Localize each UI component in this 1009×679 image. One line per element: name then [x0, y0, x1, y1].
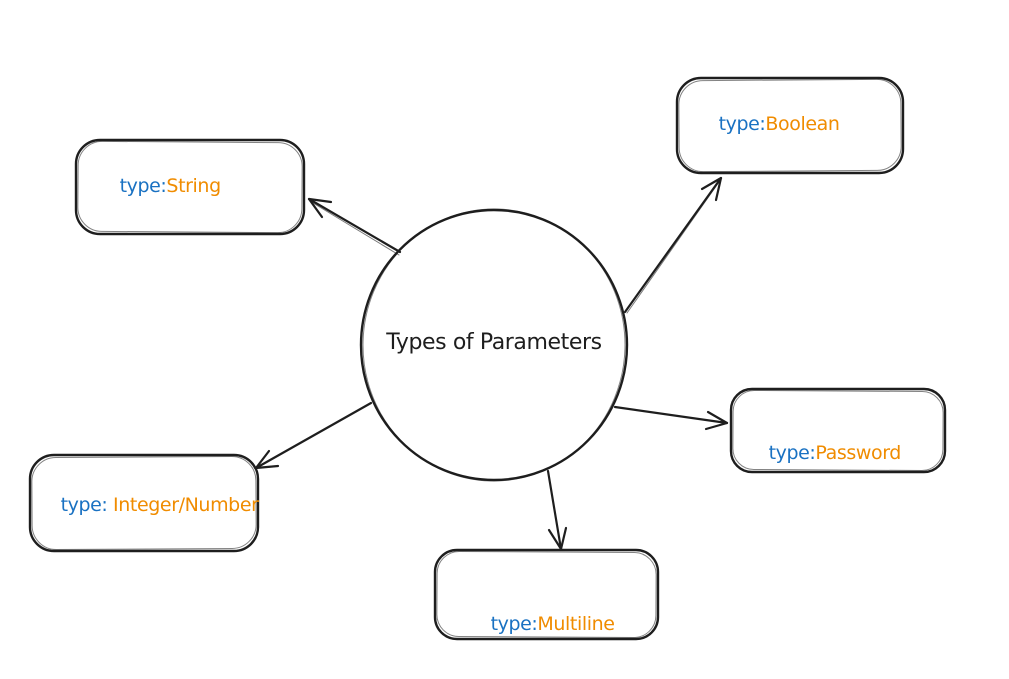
arrow-center-to-password — [613, 405, 729, 431]
node-box-password — [729, 387, 947, 474]
arrow-center-to-password-shaft — [613, 405, 729, 425]
node-box-multiline-sketch — [436, 550, 657, 639]
node-box-password-sketch — [732, 389, 944, 472]
type-prefix-text: type: — [768, 441, 816, 464]
node-box-integer-rect — [28, 453, 260, 553]
arrow-center-to-boolean-head — [700, 176, 723, 202]
arrow-center-to-string — [307, 197, 402, 256]
type-name-text: Integer/Number — [107, 493, 259, 516]
node-label-boolean: type:Boolean — [696, 90, 840, 158]
center-ellipse-sketch-stroke — [362, 208, 626, 482]
arrow-center-to-password-head — [704, 410, 729, 431]
type-prefix-text: type: — [60, 493, 108, 516]
type-prefix-text: type: — [718, 112, 766, 135]
node-box-multiline — [433, 548, 660, 641]
node-label-multiline: type:Multiline — [468, 590, 615, 658]
arrow-center-to-integer — [254, 401, 373, 470]
center-label: Types of Parameters — [386, 330, 602, 355]
type-name-text: String — [166, 174, 221, 197]
node-box-string — [74, 138, 306, 236]
node-box-integer — [28, 453, 260, 553]
arrow-center-to-boolean — [623, 176, 723, 314]
arrow-center-to-integer-head — [254, 449, 280, 470]
node-box-boolean — [675, 76, 905, 175]
node-box-string-rect — [74, 138, 306, 236]
arrow-center-to-integer-shaft — [254, 401, 373, 470]
type-prefix-text: type: — [490, 612, 538, 635]
center-ellipse-stroke — [359, 208, 629, 482]
node-label-integer: type: Integer/Number — [38, 471, 259, 539]
arrow-center-to-boolean-shaft — [623, 176, 723, 314]
node-box-boolean-rect — [675, 76, 905, 175]
arrow-center-to-multiline — [546, 469, 568, 551]
node-box-integer-sketch — [31, 455, 257, 551]
type-name-text: Multiline — [537, 612, 615, 635]
node-box-password-rect — [729, 387, 947, 474]
node-box-multiline-rect — [433, 548, 660, 641]
arrow-center-to-multiline-shaft — [546, 469, 563, 551]
type-name-text: Boolean — [765, 112, 840, 135]
type-prefix-text: type: — [119, 174, 167, 197]
node-label-password: type:Password — [746, 419, 902, 487]
node-label-string: type:String — [97, 152, 222, 220]
arrow-center-to-multiline-head — [547, 526, 568, 551]
arrow-center-to-string-head — [307, 197, 333, 219]
type-name-text: Password — [815, 441, 901, 464]
arrow-center-to-boolean-sketch — [626, 181, 720, 314]
center-ellipse — [359, 208, 629, 482]
node-box-boolean-sketch — [678, 78, 902, 173]
arrow-center-to-string-sketch — [312, 202, 400, 256]
node-box-string-sketch — [77, 140, 303, 234]
arrow-center-to-string-shaft — [307, 197, 402, 254]
